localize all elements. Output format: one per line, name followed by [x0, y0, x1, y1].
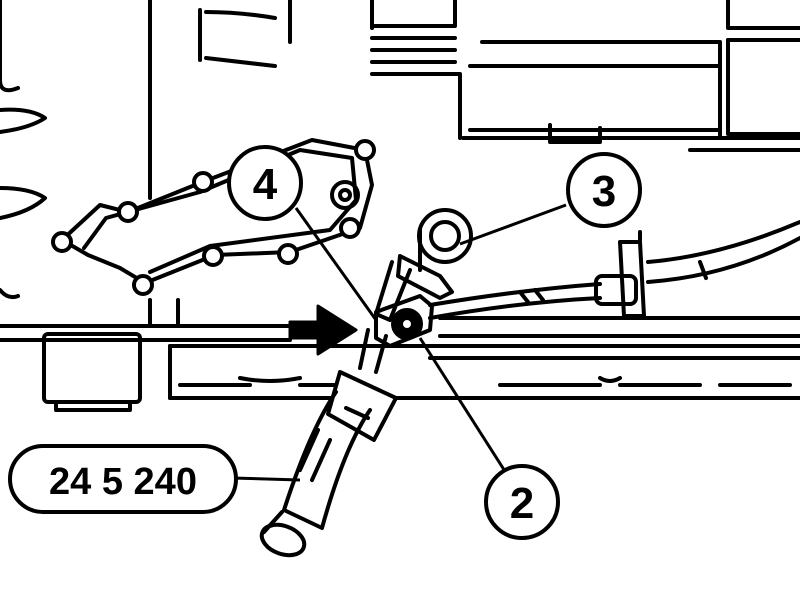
lower-rail [0, 298, 800, 400]
shift-cable [428, 220, 800, 320]
cover-bolts [51, 139, 376, 296]
callout-4: 4 [227, 145, 303, 221]
left-curves [0, 107, 47, 300]
tool-callout: 24 5 240 [8, 444, 238, 514]
callout-2-label: 2 [510, 479, 534, 528]
direction-arrow [288, 304, 358, 356]
part-3-ballsocket [417, 208, 473, 264]
callout-3: 3 [566, 152, 642, 228]
callout-2: 2 [484, 464, 560, 540]
upper-housing [0, 0, 800, 200]
tool-code-label: 24 5 240 [49, 461, 197, 503]
mount-block [42, 332, 142, 412]
center-bolt [330, 180, 360, 210]
leader-lines [231, 203, 567, 482]
part-2-pivot [391, 308, 423, 340]
special-tool [259, 328, 398, 558]
callout-3-label: 3 [592, 167, 616, 216]
shift-linkage [374, 228, 454, 348]
callout-4-label: 4 [253, 160, 278, 209]
